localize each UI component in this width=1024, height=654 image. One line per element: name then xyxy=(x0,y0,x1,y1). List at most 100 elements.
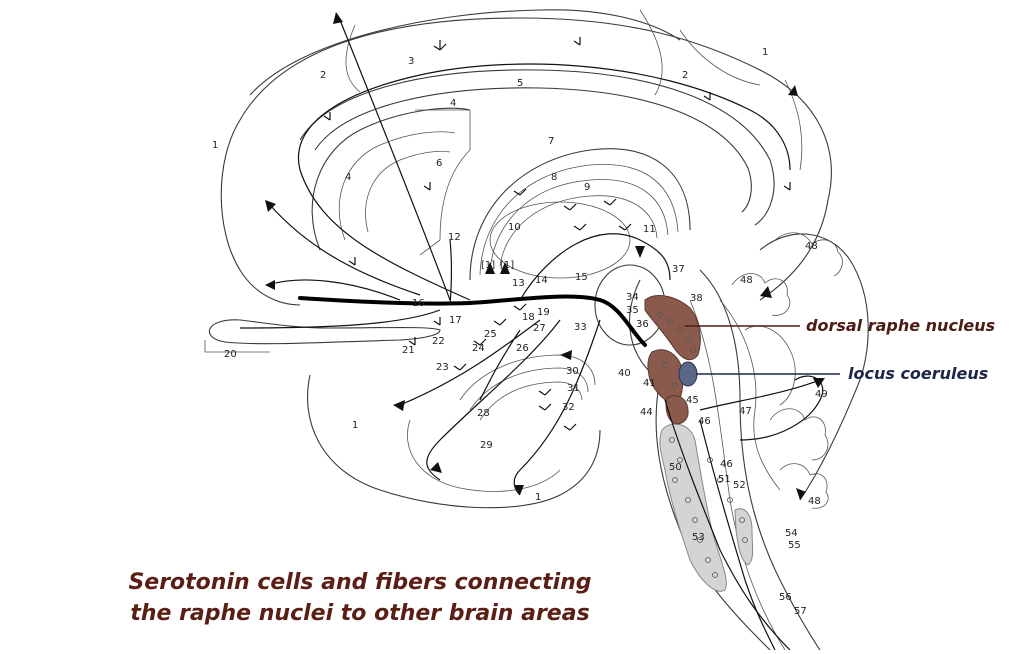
raphe-cell-column-lower xyxy=(734,508,754,566)
fiber-cortex-ascending xyxy=(339,19,451,301)
fiber-frontal xyxy=(269,204,421,296)
fourth-ventricle xyxy=(719,299,781,491)
region-number: 45 xyxy=(686,395,699,406)
region-number: 40 xyxy=(618,368,631,379)
region-number: 31 xyxy=(567,383,580,394)
fornix-arc-inner xyxy=(489,179,669,271)
region-number: 25 xyxy=(484,329,497,340)
gyrus-line xyxy=(784,79,803,171)
region-number: 49 xyxy=(815,389,828,400)
region-number: 38 xyxy=(690,293,703,304)
arrowhead-hippocampus xyxy=(560,350,572,360)
region-number: 1 xyxy=(535,492,541,503)
region-number: 19 xyxy=(537,307,550,318)
cerebellum xyxy=(759,233,869,501)
region-number: 7 xyxy=(548,136,554,147)
region-number: 21 xyxy=(402,345,415,356)
fiber-arrowheads xyxy=(265,12,825,500)
region-number: 17 xyxy=(449,315,462,326)
dorsal-raphe-label: dorsal raphe nucleus xyxy=(806,316,995,335)
hippocampus-lines xyxy=(469,367,589,411)
olfactory-bulb xyxy=(208,319,441,345)
region-number: [1] xyxy=(500,260,514,271)
region-number: 29 xyxy=(480,440,493,451)
caption-line-1: Serotonin cells and fibers connecting xyxy=(128,570,592,595)
region-number: 16 xyxy=(412,298,425,309)
arrowhead-cerebellar xyxy=(813,378,825,388)
fiber-frontal-lower xyxy=(267,279,401,301)
cortex-outer-fold xyxy=(249,9,681,96)
region-number: 35 xyxy=(626,305,639,316)
cortex-outline xyxy=(239,17,832,301)
fornix-arc xyxy=(469,148,691,281)
region-number: 32 xyxy=(562,402,575,413)
region-number: 1 xyxy=(212,140,218,151)
corpus-callosum-inner xyxy=(314,87,752,213)
temporal-inner xyxy=(407,419,561,492)
region-number: 5 xyxy=(517,78,523,89)
region-number: 48 xyxy=(805,241,818,252)
arrowhead-amygdala xyxy=(393,400,405,411)
region-number: 22 xyxy=(432,336,445,347)
serotonin-cell-markers xyxy=(657,312,748,578)
caption-line-2: the raphe nuclei to other brain areas xyxy=(130,601,590,626)
region-number-labels: 1 1 1 1 2 2 3 4 4 5 6 7 8 9 10 11 12 [1]… xyxy=(212,47,828,617)
olfactory-bracket xyxy=(204,340,270,353)
region-number: 44 xyxy=(640,407,653,418)
region-number: 12 xyxy=(448,232,461,243)
region-number: 4 xyxy=(450,98,456,109)
fiber-amygdala xyxy=(399,319,541,406)
region-number: 46 xyxy=(720,459,733,470)
septal-area-outline xyxy=(415,109,471,256)
region-number: 3 xyxy=(408,56,414,67)
region-number: 55 xyxy=(788,540,801,551)
fiber-cerebellar-lower xyxy=(739,375,824,441)
arrowhead-top xyxy=(333,12,343,24)
locus-coeruleus xyxy=(678,361,698,387)
region-number: 27 xyxy=(533,323,546,334)
fiber-septal xyxy=(449,239,453,306)
arrowhead-fornix xyxy=(635,246,645,258)
region-number: 10 xyxy=(508,222,521,233)
region-number: 48 xyxy=(740,275,753,286)
region-number: 24 xyxy=(472,343,485,354)
arrowhead-temporal xyxy=(514,485,524,495)
brainstem xyxy=(629,279,771,651)
gyrus-line xyxy=(679,29,761,86)
region-number: 52 xyxy=(733,480,746,491)
region-number: 48 xyxy=(808,496,821,507)
fiber-spinal-descending xyxy=(664,399,791,651)
region-number: 1 xyxy=(762,47,768,58)
figure-caption: Serotonin cells and fibers connecting th… xyxy=(100,567,620,629)
arrowhead-bracket-2 xyxy=(500,262,510,274)
region-number: 2 xyxy=(682,70,688,81)
arrowhead-occipital xyxy=(788,85,798,96)
region-number: 1 xyxy=(352,420,358,431)
region-number: [1] xyxy=(481,260,495,271)
hippocampus-lines xyxy=(459,354,596,401)
arrowhead-cerebellum-lower xyxy=(796,488,806,500)
region-number: 50 xyxy=(669,462,682,473)
brainstem-inner xyxy=(689,299,786,651)
region-number: 37 xyxy=(672,264,685,275)
region-number: 15 xyxy=(575,272,588,283)
cerebellum-folia xyxy=(731,273,791,316)
region-number: 30 xyxy=(566,366,579,377)
arrowhead-bracket-1 xyxy=(485,262,495,274)
region-number: 53 xyxy=(692,532,705,543)
region-number: 47 xyxy=(739,406,752,417)
fornix-arc-inner xyxy=(479,163,679,276)
fiber-thalamic xyxy=(519,233,671,301)
fiber-olfactory xyxy=(239,309,441,329)
region-number: 26 xyxy=(516,343,529,354)
region-number: 4 xyxy=(345,172,351,183)
cingulate-loop xyxy=(311,107,471,251)
thalamus xyxy=(489,201,631,279)
fornix-arc-inner xyxy=(499,195,658,267)
region-number: 8 xyxy=(551,172,557,183)
arrowhead-temporal-inferior xyxy=(430,462,442,473)
raphe-cell-column xyxy=(659,423,727,592)
region-number: 56 xyxy=(779,592,792,603)
